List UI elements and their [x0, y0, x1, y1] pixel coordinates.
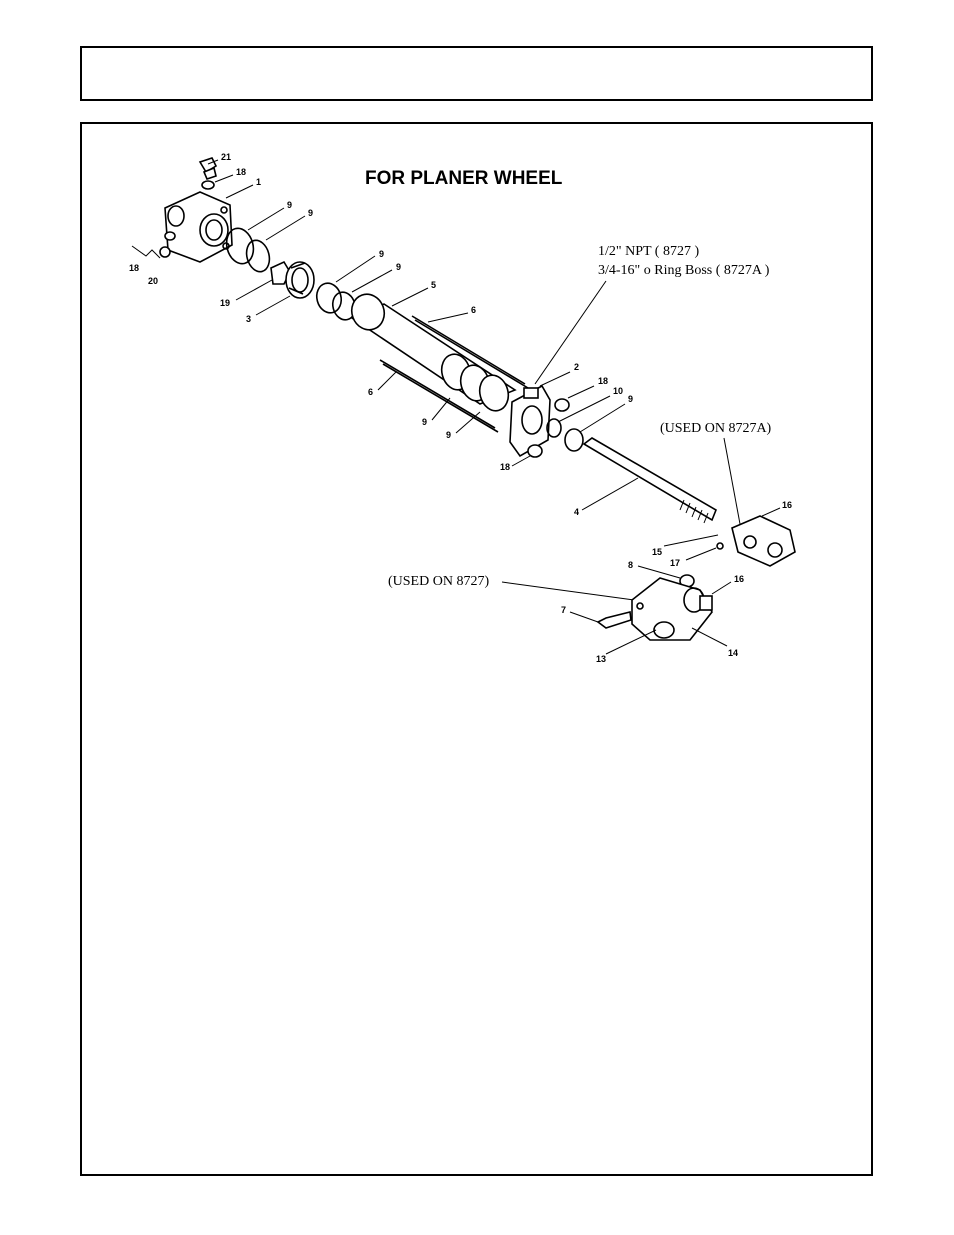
- part-number-15: 15: [652, 547, 662, 557]
- part-number-9-c: 9: [379, 249, 384, 259]
- part-number-9-f: 9: [446, 430, 451, 440]
- seal-ring-part-9-c: [314, 280, 345, 315]
- washer-part-20: [160, 247, 170, 257]
- part-number-9-g: 9: [628, 394, 633, 404]
- part-number-16-8727: 16: [734, 574, 744, 584]
- leader-18-20: [132, 246, 160, 258]
- part-number-13: 13: [596, 654, 606, 664]
- part-number-6-upper: 6: [471, 305, 476, 315]
- part-number-9-b: 9: [308, 208, 313, 218]
- part-number-5: 5: [431, 280, 436, 290]
- seal-ring-part-9-b: [243, 238, 273, 275]
- used-on-8727a-label: (USED ON 8727A): [660, 421, 772, 436]
- part-number-10: 10: [613, 386, 623, 396]
- nut-part-18-rod-upper: [555, 399, 569, 411]
- part-number-21: 21: [221, 152, 231, 162]
- used-on-8727-leader: [502, 582, 634, 600]
- part-number-19: 19: [220, 298, 230, 308]
- part-number-7: 7: [561, 605, 566, 615]
- part-number-6-lower: 6: [368, 387, 373, 397]
- part-number-4: 4: [574, 507, 579, 517]
- leader-part-15: [664, 535, 718, 546]
- piston-rod-part-4: [584, 438, 716, 523]
- part-number-2: 2: [574, 362, 579, 372]
- used-on-8727a-leader: [724, 438, 740, 524]
- clevis-part-16-8727a: [732, 516, 795, 566]
- rod-end-cap-part-2: [510, 386, 550, 456]
- part-number-18-rod: 18: [598, 376, 608, 386]
- nut-part-18-top: [202, 181, 214, 189]
- part-number-16-8727a: 16: [782, 500, 792, 510]
- part-number-18-top: 18: [236, 167, 246, 177]
- part-number-14: 14: [728, 648, 738, 658]
- part-number-9-e: 9: [422, 417, 427, 427]
- base-end-cap-part-1: [165, 192, 232, 262]
- nut-part-18-rod-lower: [528, 445, 542, 457]
- part-number-17: 17: [670, 558, 680, 568]
- plug-part-21: [200, 158, 216, 179]
- part-number-3: 3: [246, 314, 251, 324]
- nut-part-18-left: [165, 232, 175, 240]
- diagram-title: FOR PLANER WHEEL: [365, 168, 563, 189]
- part-number-18-lower: 18: [500, 462, 510, 472]
- part-number-8: 8: [628, 560, 633, 570]
- used-on-8727-label: (USED ON 8727): [388, 574, 489, 589]
- part-number-1: 1: [256, 177, 261, 187]
- part-number-20: 20: [148, 276, 158, 286]
- port-note-line2: 3/4-16" o Ring Boss ( 8727A ): [598, 263, 770, 278]
- part-number-9-a: 9: [287, 200, 292, 210]
- port-note-line1: 1/2" NPT ( 8727 ): [598, 244, 699, 259]
- piston-part-3: [286, 262, 314, 298]
- bolt-part-7: [598, 612, 631, 628]
- pin-part-17: [717, 543, 723, 549]
- port-leader-line: [535, 281, 606, 384]
- clevis-assembly-8727: [632, 578, 712, 640]
- part-number-9-d: 9: [396, 262, 401, 272]
- part-number-18-left: 18: [129, 263, 139, 273]
